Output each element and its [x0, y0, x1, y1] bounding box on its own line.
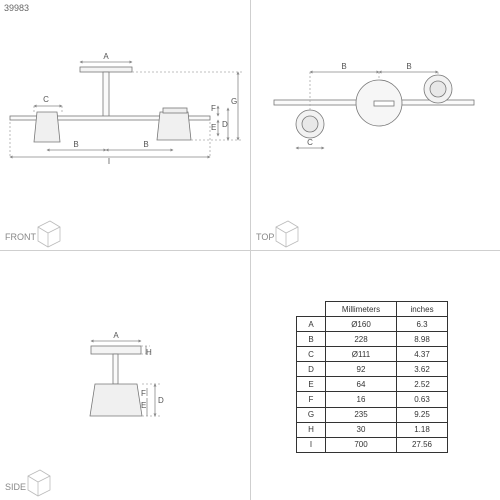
dimension-mm: 235	[325, 406, 397, 423]
front-view-cube-icon	[37, 220, 61, 248]
table-header-cell: Millimeters	[325, 301, 397, 317]
dimension-in: 0.63	[396, 391, 448, 408]
front-label-d: D	[222, 120, 228, 129]
table-header-cell: inches	[396, 301, 448, 317]
side-label-h: H	[146, 348, 152, 357]
dimension-in: 8.98	[396, 331, 448, 348]
dimension-mm: 16	[325, 391, 397, 408]
side-view	[89, 339, 160, 417]
top-label-b1: B	[341, 62, 346, 71]
front-spot-right	[156, 111, 192, 141]
dimension-mm: Ø160	[325, 315, 397, 333]
top-label-b2: B	[406, 62, 411, 71]
front-view-label: FRONT	[5, 232, 36, 242]
front-label-g: G	[231, 97, 237, 106]
dimension-mm: 228	[325, 331, 397, 348]
table-header-row: Millimeters inches	[296, 301, 448, 317]
top-view	[273, 70, 475, 150]
dimension-key: B	[296, 331, 326, 348]
quadrant-divider-horizontal	[0, 250, 500, 251]
front-label-i: I	[108, 157, 110, 166]
dimension-key: A	[296, 315, 326, 333]
front-label-b1: B	[73, 140, 78, 149]
front-label-e: E	[211, 123, 216, 132]
dimension-key: E	[296, 376, 326, 393]
side-label-d: D	[158, 396, 164, 405]
top-label-c: C	[307, 138, 313, 147]
side-canopy	[90, 345, 142, 355]
dimension-key: I	[296, 436, 326, 453]
dimension-key: D	[296, 361, 326, 378]
front-view	[9, 60, 243, 159]
front-label-f: F	[211, 104, 216, 113]
dimension-in: 6.3	[396, 315, 448, 333]
top-labels: B B C	[307, 62, 412, 147]
dimension-key: C	[296, 346, 326, 363]
dimension-in: 4.37	[396, 346, 448, 363]
side-view-cube-icon	[27, 469, 51, 497]
front-bar	[9, 115, 211, 121]
dimension-in: 1.18	[396, 421, 448, 438]
front-canopy	[79, 66, 133, 73]
side-spot	[89, 383, 143, 417]
dimension-in: 2.52	[396, 376, 448, 393]
front-label-c: C	[43, 95, 49, 104]
side-label-e: E	[141, 401, 146, 410]
front-label-b2: B	[143, 140, 148, 149]
dimension-mm: 64	[325, 376, 397, 393]
front-label-a: A	[103, 52, 109, 61]
dimension-mm: 700	[325, 436, 397, 453]
dimension-mm: Ø111	[325, 346, 397, 363]
top-view-cube-icon	[275, 220, 299, 248]
top-view-label: TOP	[256, 232, 274, 242]
side-view-label: SIDE	[5, 482, 26, 492]
dimension-in: 3.62	[396, 361, 448, 378]
side-labels: A H E F D	[113, 331, 164, 410]
side-label-a: A	[113, 331, 119, 340]
dimension-mm: 92	[325, 361, 397, 378]
dimension-in: 27.56	[396, 436, 448, 453]
table-header-cell	[296, 301, 326, 317]
front-spot-left	[33, 111, 61, 143]
dimension-mm: 30	[325, 421, 397, 438]
dimension-key: H	[296, 421, 326, 438]
front-stem	[102, 71, 110, 119]
front-labels: A C B B I G F E D	[43, 52, 237, 166]
dimension-key: F	[296, 391, 326, 408]
dimension-key: G	[296, 406, 326, 423]
product-code: 39983	[4, 3, 30, 13]
side-stem	[112, 353, 119, 385]
side-label-f: F	[141, 389, 146, 398]
dimension-in: 9.25	[396, 406, 448, 423]
